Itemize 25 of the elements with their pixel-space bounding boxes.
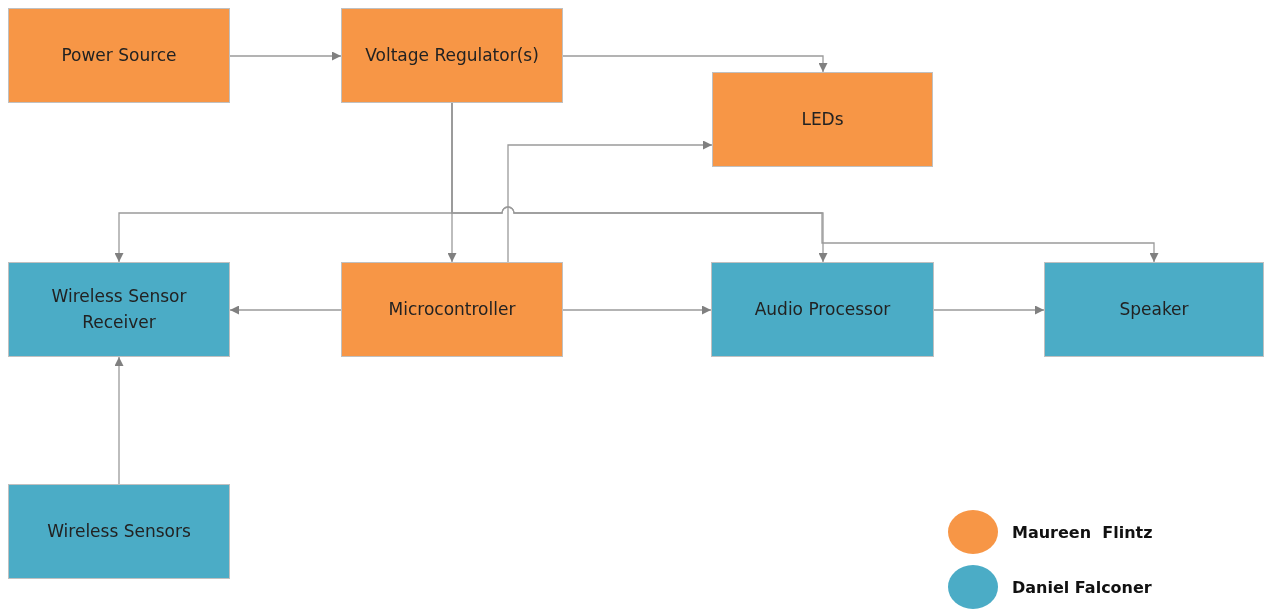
arrow xyxy=(562,55,828,73)
process-box xyxy=(712,72,933,167)
legend-label: Daniel Falconer xyxy=(1012,577,1152,597)
process-box xyxy=(341,8,563,103)
box-label: Wireless Sensors xyxy=(47,519,191,543)
process-box xyxy=(8,262,230,357)
box-label: Power Source xyxy=(61,43,177,67)
arrow xyxy=(114,356,124,485)
process-box xyxy=(341,262,563,357)
process-box xyxy=(8,8,230,103)
box-label: Audio Processor xyxy=(754,297,891,321)
arrow xyxy=(507,140,713,263)
process-box xyxy=(711,262,934,357)
arrow xyxy=(229,51,342,61)
arrow xyxy=(562,305,712,315)
arrow xyxy=(933,305,1045,315)
process-box xyxy=(1044,262,1264,357)
arrow xyxy=(229,305,342,315)
box-label: Wireless Sensor Receiver xyxy=(50,285,188,334)
box-label: Speaker xyxy=(1119,297,1189,321)
box-label: Microcontroller xyxy=(388,297,516,321)
process-box xyxy=(8,484,230,579)
box-label: LEDs xyxy=(801,107,844,131)
legend-label: Maureen Flintz xyxy=(1012,522,1153,542)
box-label: Voltage Regulator(s) xyxy=(365,43,539,67)
